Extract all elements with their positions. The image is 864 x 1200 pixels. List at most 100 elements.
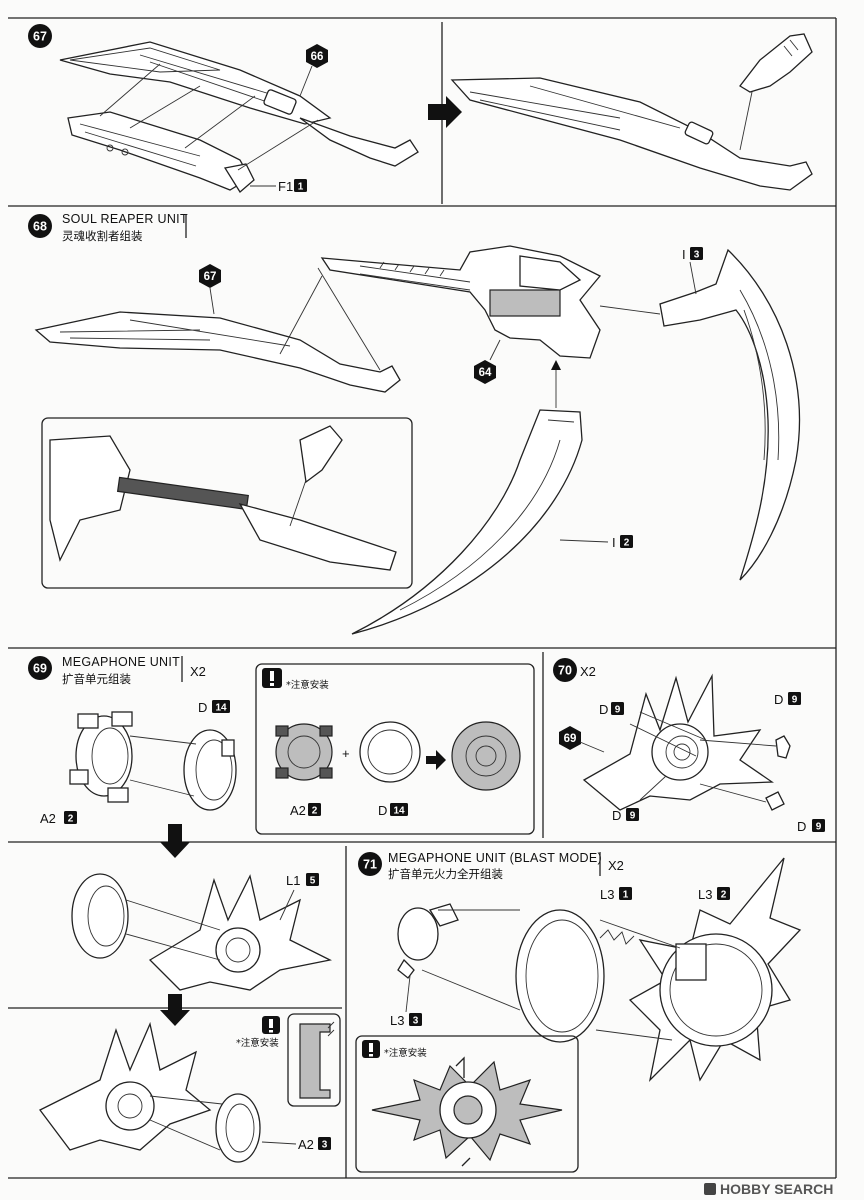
part-badge: 9 [812,819,825,833]
warning-icon [262,668,282,688]
hexagon-ref-icon: 66 [299,44,328,97]
blade-part-lower [67,111,255,193]
svg-text:D: D [198,700,207,715]
step-circle-icon: 69 [28,656,52,680]
watermark: HOBBY SEARCH [704,1181,833,1197]
part-label-i2: I [612,535,616,550]
blade-unit-67 [34,311,401,393]
svg-text:69: 69 [33,662,47,676]
svg-text:2: 2 [312,806,318,817]
pin-part-d9 [765,735,791,811]
arrow-right-icon [428,96,462,128]
step-number: 67 [33,30,47,44]
quantity-label: X2 [580,664,596,679]
detail-inset [41,417,413,589]
warning-icon [262,1016,280,1034]
svg-text:D: D [599,702,608,717]
blade-part-i2 [351,409,583,635]
detail-inset-clip [287,1013,341,1107]
svg-text:D: D [797,819,806,834]
svg-text:2: 2 [624,538,630,549]
svg-text:D: D [378,803,387,818]
step-subtitle: 灵魂收割者组装 [62,229,143,243]
svg-text:9: 9 [816,822,822,833]
svg-text:L3: L3 [390,1013,404,1028]
ring-part-d14 [183,729,237,811]
megaphone-unit [582,673,774,811]
svg-text:D: D [774,692,783,707]
svg-text:67: 67 [204,271,217,283]
svg-text:3: 3 [694,250,700,261]
svg-text:64: 64 [479,367,492,379]
part-badge: 9 [788,692,801,706]
svg-text:68: 68 [33,220,47,234]
wing-part-l1 [148,874,332,991]
part-badge: 1 [294,179,307,193]
part-badge: 14 [390,803,408,817]
svg-text:9: 9 [630,811,636,822]
part-badge: 9 [611,702,624,716]
panel-borders [8,17,837,1179]
svg-text:A2: A2 [290,803,306,818]
svg-text:70: 70 [558,664,572,678]
wing-assembly [39,1021,212,1151]
step-title: MEGAPHONE UNIT (BLAST MODE) [388,851,602,865]
svg-text:2: 2 [68,814,74,825]
svg-text:+: + [342,746,350,761]
svg-text:14: 14 [215,703,227,714]
quantity-label: X2 [190,664,206,679]
part-badge: 3 [409,1013,422,1027]
star-ring-part-l3-2 [628,857,802,1082]
arrow-down-icon [160,994,190,1026]
svg-text:1: 1 [623,890,629,901]
svg-text:9: 9 [615,705,621,716]
svg-text:2: 2 [721,890,727,901]
step-circle-icon: 67 [28,24,52,48]
step-title: MEGAPHONE UNIT [62,655,180,669]
svg-text:L3: L3 [698,887,712,902]
step-70: 70 X2 69 D 9 D 9 D [553,658,825,834]
blade-part-upper [59,41,419,167]
svg-text:3: 3 [322,1140,328,1151]
quantity-label: X2 [608,858,624,873]
part-badge: 2 [717,887,730,901]
svg-text:14: 14 [393,806,405,817]
hand-part [739,33,813,151]
svg-text:L1: L1 [286,873,300,888]
svg-text:71: 71 [363,858,377,872]
svg-text:A2: A2 [298,1137,314,1152]
step-68: 68 SOUL REAPER UNIT 灵魂收割者组装 67 64 [28,212,801,635]
part-badge: 14 [212,700,230,714]
part-badge: 2 [64,811,77,825]
svg-text:3: 3 [413,1016,419,1027]
caution-note-box: *注意安装 [355,1035,579,1173]
svg-text:D: D [612,808,621,823]
part-badge: 3 [690,247,703,261]
svg-text:69: 69 [564,733,577,745]
part-ref-66: 66 [311,51,324,63]
svg-text:9: 9 [792,695,798,706]
step-circle-icon: 71 [358,852,382,876]
step-67: 67 66 F1 1 [28,24,813,194]
part-badge: 9 [626,808,639,822]
scythe-head [320,245,602,359]
svg-text:*注意安装: *注意安装 [236,1037,279,1049]
hexagon-ref-icon: 69 [559,726,605,753]
hexagon-ref-icon: 67 [199,264,221,315]
step-69: 69 MEGAPHONE UNIT 扩音单元组装 X2 D 14 A2 2 [28,655,535,1163]
svg-text:*注意安装: *注意安装 [286,679,329,691]
watermark-text: HOBBY SEARCH [720,1181,833,1197]
part-badge: 3 [318,1137,331,1151]
step-title: SOUL REAPER UNIT [62,212,188,226]
ring-part-a2 [69,711,133,803]
part-label-i3: I [682,247,686,262]
assembled-blade [450,77,813,191]
assembly-lines [99,63,319,171]
part-badge: 1 [619,887,632,901]
svg-text:L3: L3 [600,887,614,902]
ring-assembly [71,873,129,959]
part-badge: 5 [306,873,319,887]
part-label-f1: F1 [278,179,293,194]
svg-text:5: 5 [310,876,316,887]
